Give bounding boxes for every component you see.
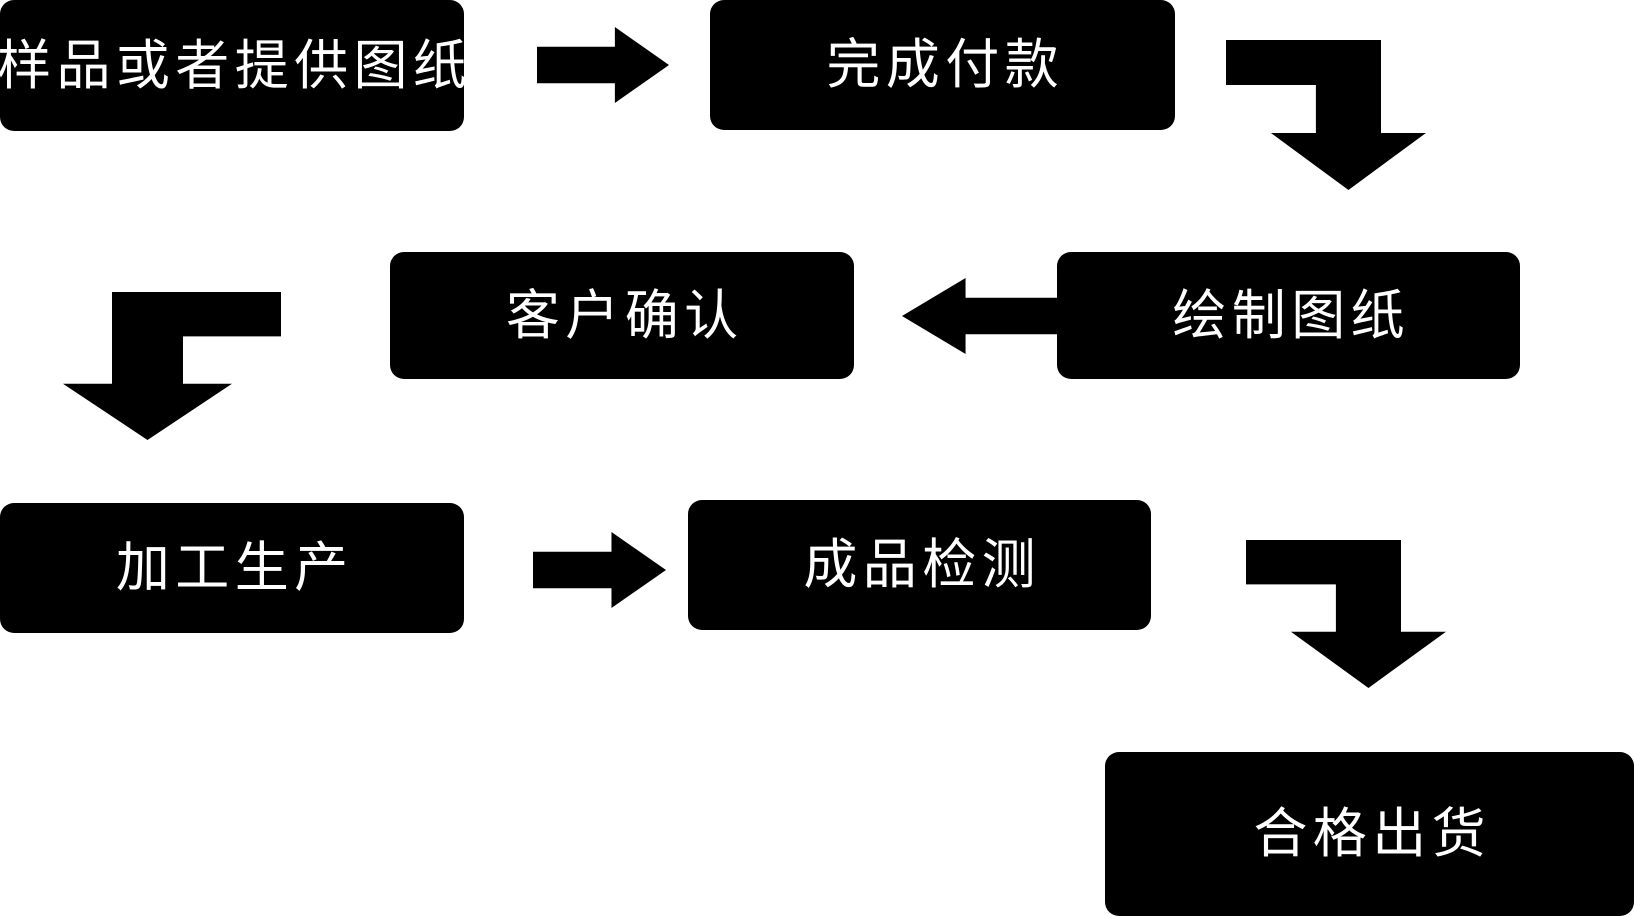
flow-node-label: 客户确认: [505, 285, 744, 346]
flow-node-label: 完成付款: [826, 35, 1064, 95]
flow-node-production[interactable]: 加工生产: [0, 503, 464, 633]
arrow-elbow-right-down-icon: [1246, 540, 1446, 688]
flow-node-sample-or-drawing[interactable]: 样品或者提供图纸: [0, 0, 467, 131]
flow-node-label: 加工生产: [115, 538, 354, 598]
flow-node-finished-inspection[interactable]: 成品检测: [688, 500, 1151, 630]
arrow-right-icon: [537, 27, 669, 103]
flow-node-draw-drawing[interactable]: 绘制图纸: [1057, 252, 1520, 379]
flow-node-label: 绘制图纸: [1172, 285, 1410, 346]
flow-node-customer-confirm[interactable]: 客户确认: [390, 252, 854, 379]
flow-node-label: 合格出货: [1253, 804, 1491, 864]
arrow-elbow-left-down-icon: [62, 292, 281, 440]
arrow-right-icon: [533, 532, 666, 608]
flow-node-label: 成品检测: [803, 535, 1041, 595]
flow-node-qualified-shipment[interactable]: 合格出货: [1105, 752, 1634, 916]
arrow-elbow-right-down-icon: [1226, 40, 1426, 190]
arrow-left-icon: [902, 278, 1057, 354]
flow-node-complete-payment[interactable]: 完成付款: [710, 0, 1175, 130]
flow-node-label: 样品或者提供图纸: [0, 35, 473, 96]
